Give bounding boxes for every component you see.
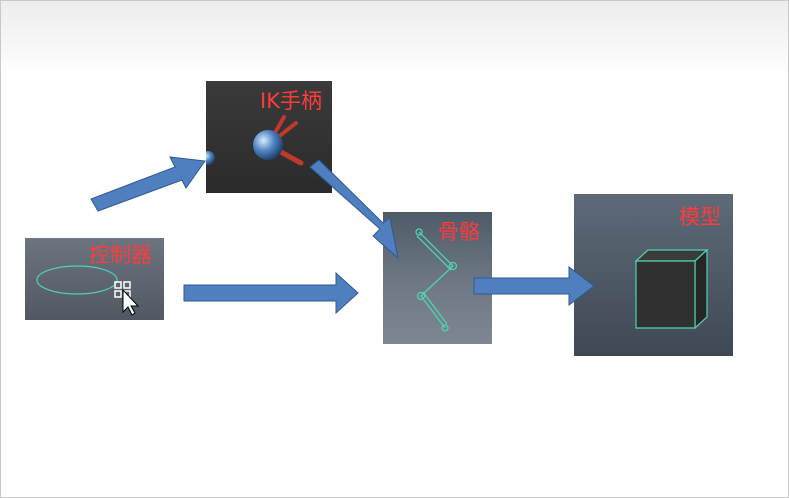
controller-label: 控制器	[89, 243, 152, 267]
arrow-icon	[183, 271, 359, 315]
controller-panel: 控制器	[25, 238, 164, 320]
joint-chain-icon	[415, 228, 458, 332]
arrow-icon	[90, 156, 206, 212]
model-panel: 模型	[574, 194, 733, 356]
arrow-icon	[473, 265, 595, 307]
ik-handle-label: IK手柄	[260, 89, 322, 113]
cursor-icon	[114, 281, 140, 316]
cube-icon	[634, 248, 709, 330]
skeleton-label: 骨骼	[438, 220, 480, 244]
ik-handle-panel: IK手柄	[206, 81, 332, 193]
arrow-icon	[309, 159, 399, 260]
model-label: 模型	[679, 205, 721, 229]
ellipse-curve-icon	[36, 265, 118, 295]
ik-handle-icon	[206, 115, 304, 166]
